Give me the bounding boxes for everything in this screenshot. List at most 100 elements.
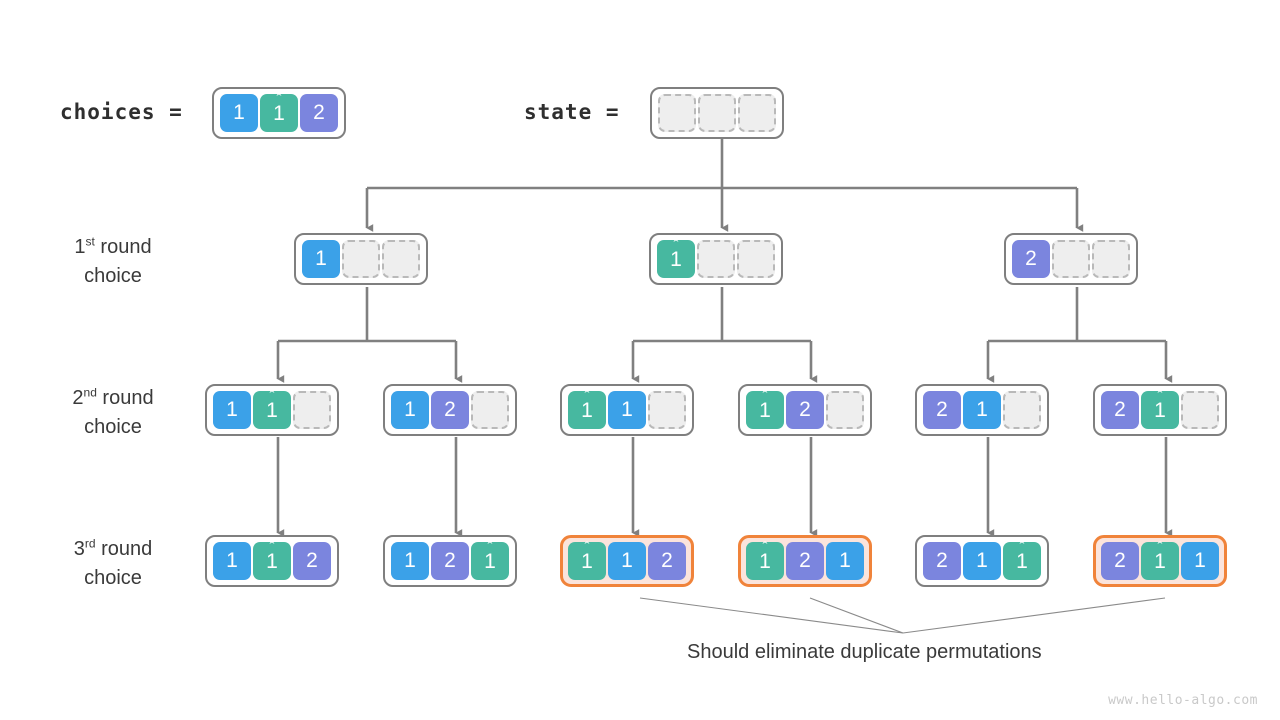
cell-empty	[342, 240, 380, 278]
circumflex-accent-icon: ˆ	[673, 236, 679, 254]
cell-text: 1	[266, 398, 278, 422]
cell-text: 1	[976, 549, 988, 572]
cell-text: 1	[976, 398, 988, 421]
circumflex-accent-icon: ˆ	[762, 387, 768, 405]
caption-text: Should eliminate duplicate permutations	[687, 641, 1042, 663]
round-3-ordinal: 3rd	[73, 536, 96, 560]
cell-value: 1	[391, 542, 429, 580]
cell-value: 2	[431, 391, 469, 429]
cell-text: 1	[1154, 398, 1166, 422]
cell-text: 1	[404, 549, 416, 572]
circumflex-accent-icon: ˆ	[1157, 387, 1163, 405]
circumflex-accent-icon: ˆ	[276, 90, 282, 108]
cell-text: 1	[621, 398, 633, 421]
cell-text: 2	[1114, 398, 1126, 421]
circumflex-accent-icon: ˆ	[1157, 538, 1163, 556]
cell-value: 2	[431, 542, 469, 580]
cell-text: 1	[266, 549, 278, 573]
circumflex-accent-icon: ˆ	[584, 538, 590, 556]
circumflex-accent-icon: ˆ	[487, 538, 493, 556]
cell-empty	[1092, 240, 1130, 278]
cell-text: 1	[621, 549, 633, 572]
cell-text: 1	[226, 398, 238, 421]
cell-text: 2	[799, 549, 811, 572]
tree-node: 1	[294, 233, 428, 285]
cell-empty	[737, 240, 775, 278]
cell-empty	[382, 240, 420, 278]
cell-value: 1	[213, 542, 251, 580]
round-3-word: round	[95, 538, 153, 560]
cell-empty	[1181, 391, 1219, 429]
cell-text: 2	[306, 549, 318, 572]
cell-value: 2	[1012, 240, 1050, 278]
cell-text: 1	[404, 398, 416, 421]
cell-value: 1	[1181, 542, 1219, 580]
circumflex-accent-icon: ˆ	[584, 387, 590, 405]
round-1-choice: choice	[84, 265, 142, 287]
cell-text: 2	[444, 549, 456, 572]
cell-text: 2	[444, 398, 456, 421]
cell-text: 1	[759, 398, 771, 422]
round-2-ordinal: 2nd	[72, 385, 97, 409]
cell-empty	[471, 391, 509, 429]
cell-text: 2	[1025, 247, 1037, 270]
round-label-3: 3rd round choice	[28, 535, 198, 593]
choices-label: choices =	[60, 100, 183, 124]
cell-empty	[658, 94, 696, 132]
cell-value: 1	[608, 542, 646, 580]
cell-value: 2	[786, 391, 824, 429]
cell-empty	[648, 391, 686, 429]
cell-value: 2	[1101, 542, 1139, 580]
cell-value: 2	[786, 542, 824, 580]
circumflex-accent-icon: ˆ	[762, 538, 768, 556]
cell-empty	[293, 391, 331, 429]
cell-text: 1	[315, 247, 327, 270]
cell-text: 2	[313, 101, 325, 124]
circumflex-accent-icon: ˆ	[269, 538, 275, 556]
cell-value: 1	[608, 391, 646, 429]
round-label-2: 2nd round choice	[28, 384, 198, 442]
cell-value: 1	[213, 391, 251, 429]
cell-text: 1	[581, 549, 593, 573]
cell-value: 2	[648, 542, 686, 580]
cell-text: 1	[484, 549, 496, 573]
cell-empty	[738, 94, 776, 132]
cell-value: 1	[220, 94, 258, 132]
watermark: www.hello-algo.com	[1108, 693, 1258, 708]
round-1-ordinal: 1st	[74, 234, 95, 258]
circumflex-accent-icon: ˆ	[1019, 538, 1025, 556]
round-3-choice: choice	[84, 567, 142, 589]
cell-text: 1	[670, 247, 682, 271]
cell-empty	[697, 240, 735, 278]
cell-text: 1	[581, 398, 593, 422]
round-label-1: 1st round choice	[28, 233, 198, 291]
cell-text: 2	[936, 549, 948, 572]
